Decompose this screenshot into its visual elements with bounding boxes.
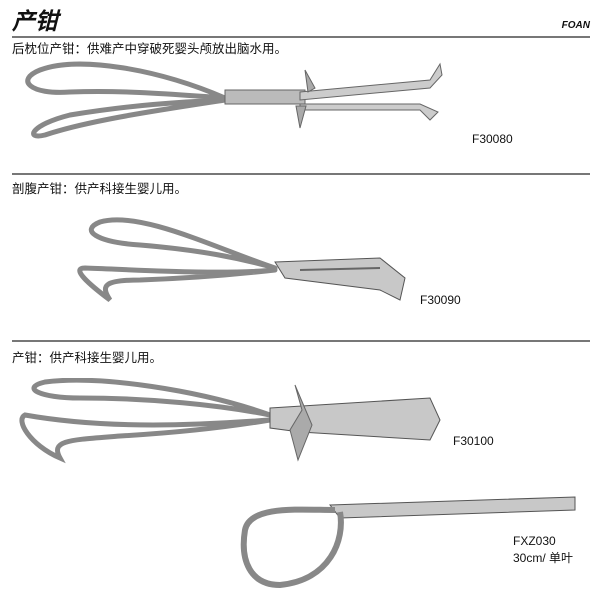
product-spec: 30cm/ 单叶 — [513, 551, 574, 565]
section-caption: 剖腹产钳：供产科接生婴儿用。 — [12, 181, 188, 196]
section-caption: 产钳：供产科接生婴儿用。 — [12, 350, 163, 365]
forceps-f30080-image — [25, 61, 443, 139]
divider — [12, 173, 590, 175]
forceps-f30100-image — [19, 378, 441, 464]
divider — [12, 340, 590, 342]
product-code: FXZ030 — [513, 534, 556, 548]
forceps-fxz030-image — [240, 496, 576, 589]
page-title: 产钳 — [12, 9, 58, 35]
divider — [12, 36, 590, 38]
product-code: F30080 — [472, 132, 513, 146]
product-code: F30090 — [420, 293, 461, 307]
product-code: F30100 — [453, 434, 494, 448]
section-caption: 后枕位产钳：供难产中穿破死婴头颅放出脑水用。 — [12, 41, 288, 56]
brand-label: FOAN — [561, 20, 590, 31]
forceps-f30090-image — [77, 217, 406, 302]
